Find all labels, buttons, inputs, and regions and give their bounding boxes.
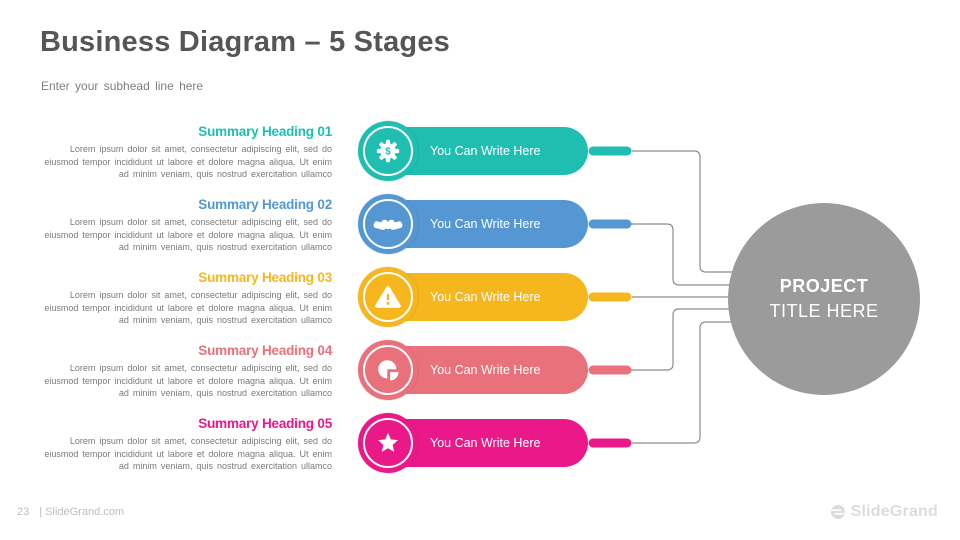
pill-label: You Can Write Here (430, 144, 541, 158)
stage-row-2: Summary Heading 02 Lorem ipsum dolor sit… (0, 194, 960, 254)
stage-5-badge (358, 413, 418, 473)
stage-row-4: Summary Heading 04 Lorem ipsum dolor sit… (0, 340, 960, 400)
stage-3-badge (358, 267, 418, 327)
summary-heading: Summary Heading 02 (198, 197, 332, 212)
stage-2-pill[interactable]: You Can Write Here (358, 194, 638, 254)
summary-heading: Summary Heading 05 (198, 416, 332, 431)
summary-body: Lorem ipsum dolor sit amet, consectetur … (44, 144, 332, 179)
warning-triangle-icon (375, 286, 401, 308)
badge-ring (363, 345, 413, 395)
stage-4-badge (358, 340, 418, 400)
brand-name: SlideGrand (850, 503, 938, 520)
brand-logo: SlideGrand (830, 503, 938, 521)
summary-heading: Summary Heading 01 (198, 124, 332, 139)
stage-3-summary[interactable]: Summary Heading 03 Lorem ipsum dolor sit… (40, 270, 332, 327)
stage-4-pill[interactable]: You Can Write Here (358, 340, 638, 400)
pill-label: You Can Write Here (430, 290, 541, 304)
summary-body: Lorem ipsum dolor sit amet, consectetur … (44, 436, 332, 471)
slide-title[interactable]: Business Diagram – 5 Stages (40, 26, 450, 58)
stage-1-pill[interactable]: You Can Write Here $ (358, 121, 638, 181)
slide-subhead[interactable]: Enter your subhead line here (41, 79, 204, 93)
summary-heading: Summary Heading 03 (198, 270, 332, 285)
badge-ring (363, 418, 413, 468)
stage-2-badge (358, 194, 418, 254)
gear-dollar-icon: $ (376, 139, 400, 163)
summary-body: Lorem ipsum dolor sit amet, consectetur … (44, 290, 332, 325)
page-number: 23 (17, 506, 30, 518)
project-title-line1: PROJECT (779, 276, 869, 296)
stage-2-summary[interactable]: Summary Heading 02 Lorem ipsum dolor sit… (40, 197, 332, 254)
connector-line-2 (630, 223, 730, 286)
pill-label: You Can Write Here (430, 363, 541, 377)
svg-text:$: $ (385, 147, 391, 158)
slidegrand-logo-icon (830, 505, 845, 519)
project-title-circle[interactable]: PROJECT TITLE HERE (728, 203, 920, 395)
footer-site: | SlideGrand.com (39, 506, 125, 518)
connector-line-1 (632, 150, 733, 273)
pill-label: You Can Write Here (430, 217, 541, 231)
summary-body: Lorem ipsum dolor sit amet, consectetur … (44, 363, 332, 398)
pie-chart-icon (378, 360, 399, 381)
stage-3-pill[interactable]: You Can Write Here (358, 267, 638, 327)
stage-row-1: Summary Heading 01 Lorem ipsum dolor sit… (0, 121, 960, 181)
connector-line-4 (630, 308, 729, 371)
pill-label: You Can Write Here (430, 436, 541, 450)
stage-row-3: Summary Heading 03 Lorem ipsum dolor sit… (0, 267, 960, 327)
summary-heading: Summary Heading 04 (198, 343, 332, 358)
stage-4-summary[interactable]: Summary Heading 04 Lorem ipsum dolor sit… (40, 343, 332, 400)
footer: 23 | SlideGrand.com (17, 506, 124, 518)
stage-5-pill[interactable]: You Can Write Here (358, 413, 638, 473)
star-icon (378, 432, 398, 452)
handshake-icon (373, 219, 403, 230)
badge-ring (363, 199, 413, 249)
stage-1-summary[interactable]: Summary Heading 01 Lorem ipsum dolor sit… (40, 124, 332, 181)
badge-ring (363, 126, 413, 176)
connector-line-5 (632, 321, 732, 444)
project-title-line2: TITLE HERE (769, 301, 879, 321)
badge-ring (363, 272, 413, 322)
summary-body: Lorem ipsum dolor sit amet, consectetur … (44, 217, 332, 252)
stage-5-summary[interactable]: Summary Heading 05 Lorem ipsum dolor sit… (40, 416, 332, 473)
stage-row-5: Summary Heading 05 Lorem ipsum dolor sit… (0, 413, 960, 473)
stage-1-badge: $ (358, 121, 418, 181)
